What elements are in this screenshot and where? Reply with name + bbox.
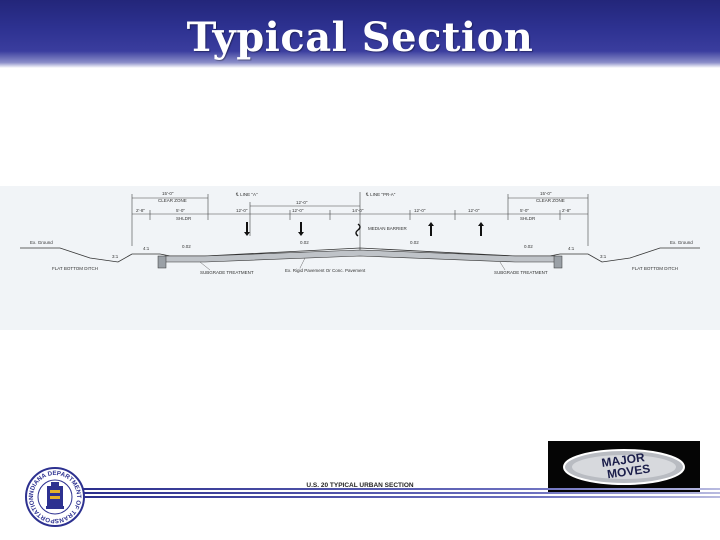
median-turn-symbol xyxy=(355,223,361,237)
svg-text:MOVES: MOVES xyxy=(606,461,651,481)
seal-graphic: INDIANA DEPARTMENT OF TRANSPORTATION xyxy=(25,467,85,527)
callout-center: Ex. Rigid Pavement Or Conc. Pavement xyxy=(285,268,366,273)
slope-label: 0.02 xyxy=(410,240,419,245)
major-moves-graphic: MAJOR MOVES xyxy=(563,449,685,485)
svg-text:MAJOR: MAJOR xyxy=(601,450,646,470)
lane-dim: 5'-0" xyxy=(176,208,185,213)
callout-leaders xyxy=(199,257,506,271)
slide-title: Typical Section xyxy=(186,14,534,61)
side-slope-label: 4:1 xyxy=(143,246,150,251)
ground-label-left: Ex. Ground xyxy=(30,240,53,245)
ditch-label-right: FLAT BOTTOM DITCH xyxy=(632,266,678,271)
dimension-lines xyxy=(131,192,589,250)
slope-label: 0.02 xyxy=(300,240,309,245)
lane-dim: 12'-0" xyxy=(236,208,248,213)
centerline-pr-a: ℄ LINE "PR-A" xyxy=(365,192,396,197)
dim-left-note: CLEAR ZONE xyxy=(158,198,187,203)
shoulder-note-right: SHLDR xyxy=(520,216,536,221)
left-curb xyxy=(157,255,167,269)
lane-dim: 12'-0" xyxy=(414,208,426,213)
major-moves-logo: MAJOR MOVES xyxy=(548,441,700,493)
lane-dim: 12'-0" xyxy=(468,208,480,213)
cross-section-svg: 15'-0" CLEAR ZONE ℄ LINE "A" ℄ LINE "PR-… xyxy=(20,191,700,275)
right-curb xyxy=(553,255,563,269)
dim-mid: 12'-0" xyxy=(296,200,308,205)
title-banner xyxy=(0,0,720,68)
indot-seal: INDIANA DEPARTMENT OF TRANSPORTATION xyxy=(24,466,86,528)
drawing-section-title: U.S. 20 TYPICAL URBAN SECTION xyxy=(306,482,414,489)
cross-section-drawing: 15'-0" CLEAR ZONE ℄ LINE "A" ℄ LINE "PR-… xyxy=(0,186,720,489)
side-slope-label: 4:1 xyxy=(568,246,575,251)
callout-left: SUBGRADE TREATMENT xyxy=(200,270,254,275)
median-note: MEDIAN BARRIER xyxy=(368,226,408,231)
ditch-label-left: FLAT BOTTOM DITCH xyxy=(52,266,98,271)
traffic-arrows xyxy=(244,222,484,236)
side-slope-label: 3:1 xyxy=(112,254,119,259)
side-slope-label: 3:1 xyxy=(600,254,607,259)
lane-dim: 12'-0" xyxy=(292,208,304,213)
lane-dim: 14'-0" xyxy=(352,208,364,213)
slope-label: 0.02 xyxy=(182,244,191,249)
footer-rule xyxy=(80,488,720,502)
dim-right: 15'-0" xyxy=(540,191,552,196)
centerline-a: ℄ LINE "A" xyxy=(235,192,258,197)
dim-left: 15'-0" xyxy=(162,191,174,196)
lane-dim: 5'-0" xyxy=(520,208,529,213)
slope-label: 0.02 xyxy=(524,244,533,249)
dim-right-note: CLEAR ZONE xyxy=(536,198,565,203)
lane-dim: 2'-8" xyxy=(136,208,145,213)
lane-dim: 2'-8" xyxy=(562,208,571,213)
shoulder-note-left: SHLDR xyxy=(176,216,192,221)
ground-label-right: Ex. Ground xyxy=(670,240,693,245)
callout-right: SUBGRADE TREATMENT xyxy=(494,270,548,275)
pavement-slab xyxy=(164,249,556,263)
